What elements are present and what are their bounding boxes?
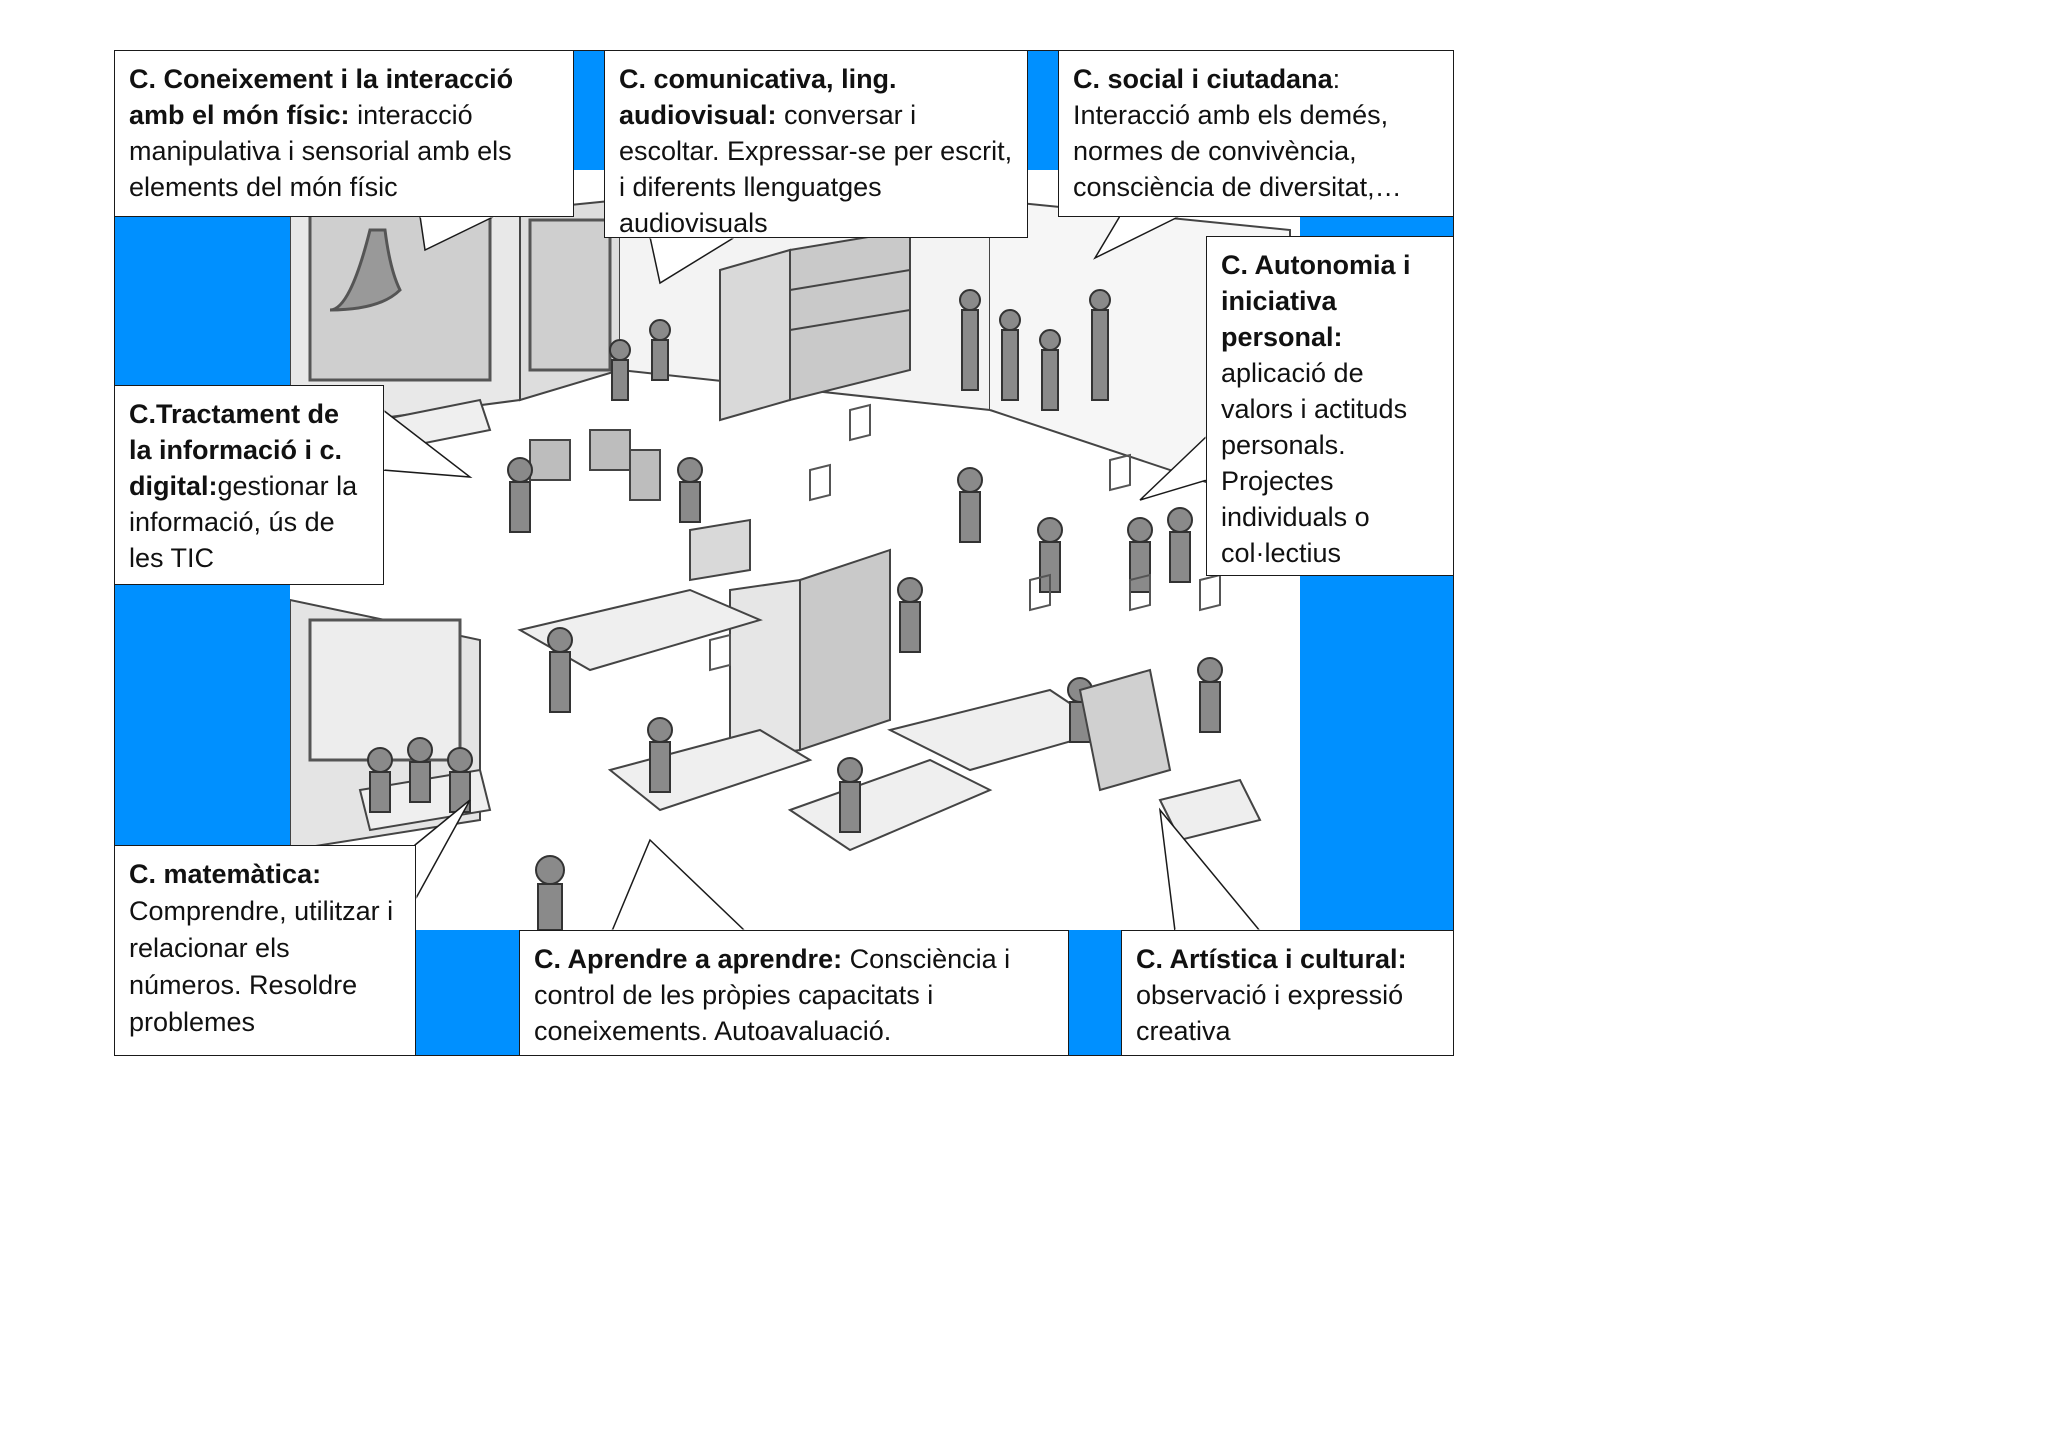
tree-sketch	[329, 228, 402, 312]
callout-title: C.Tractament de la informació i c. digit…	[129, 399, 343, 501]
tail-artistica	[1158, 807, 1262, 932]
computers	[529, 429, 661, 501]
tail-comunicativa	[649, 236, 738, 285]
callout-artistica: C. Artística i cultural: observació i ex…	[1121, 930, 1454, 1056]
callout-title: C. social i ciutadana	[1073, 64, 1333, 94]
callout-title: C. comunicativa, ling. audiovisual:	[619, 64, 897, 130]
callout-body: : Interacció amb els demés, normes de co…	[1073, 64, 1402, 202]
window-frames	[308, 208, 612, 762]
tail-matematica	[414, 799, 471, 901]
callout-body: interacció manipulativa i sensorial amb …	[129, 100, 512, 202]
callout-tractament: C.Tractament de la informació i c. digit…	[114, 385, 384, 585]
callout-tails	[381, 214, 1262, 933]
callout-body: gestionar la informació, ús de les TIC	[129, 471, 358, 573]
tail-coneixement	[419, 215, 496, 252]
people-figures	[367, 289, 1223, 930]
art-easel	[1078, 668, 1262, 842]
callout-aprendre: C. Aprendre a aprendre: Consciència i co…	[519, 930, 1069, 1056]
callout-autonomia: C. Autonomia i iniciativa personal: apli…	[1206, 236, 1454, 576]
diagram-canvas: C. Coneixement i la interacció amb el mó…	[114, 50, 1454, 1056]
callout-comunicativa: C. comunicativa, ling. audiovisual: conv…	[604, 50, 1028, 238]
callout-body: aplicació de valors i actituds personals…	[1221, 358, 1408, 568]
tail-aprendre	[610, 838, 747, 932]
callout-coneixement: C. Coneixement i la interacció amb el mó…	[114, 50, 574, 217]
callout-body: observació i expressió creativa	[1136, 980, 1404, 1046]
callout-title: C. Coneixement i la interacció amb el mó…	[129, 64, 514, 130]
callout-title: C. Artística i cultural:	[1136, 944, 1407, 974]
shelving-units	[689, 228, 911, 762]
callout-social: C. social i ciutadana: Interacció amb el…	[1058, 50, 1454, 217]
tail-social	[1093, 215, 1181, 260]
callout-title: C. Aprendre a aprendre:	[534, 944, 843, 974]
callout-title: C. matemàtica:	[129, 859, 322, 889]
callout-body: conversar i escoltar. Expressar-se per e…	[619, 100, 1013, 238]
callout-body: Consciència i control de les pròpies cap…	[534, 944, 1011, 1046]
classroom-illustration	[290, 170, 1300, 930]
chairs	[709, 403, 1221, 672]
tail-tractament	[382, 408, 473, 478]
callout-title: C. Autonomia i iniciativa personal:	[1221, 250, 1411, 352]
callout-matematica: C. matemàtica: Comprendre, utilitzar i r…	[114, 845, 416, 1056]
tail-autonomia	[1139, 434, 1208, 501]
callout-body: Comprendre, utilitzar i relacionar els n…	[129, 896, 394, 1037]
